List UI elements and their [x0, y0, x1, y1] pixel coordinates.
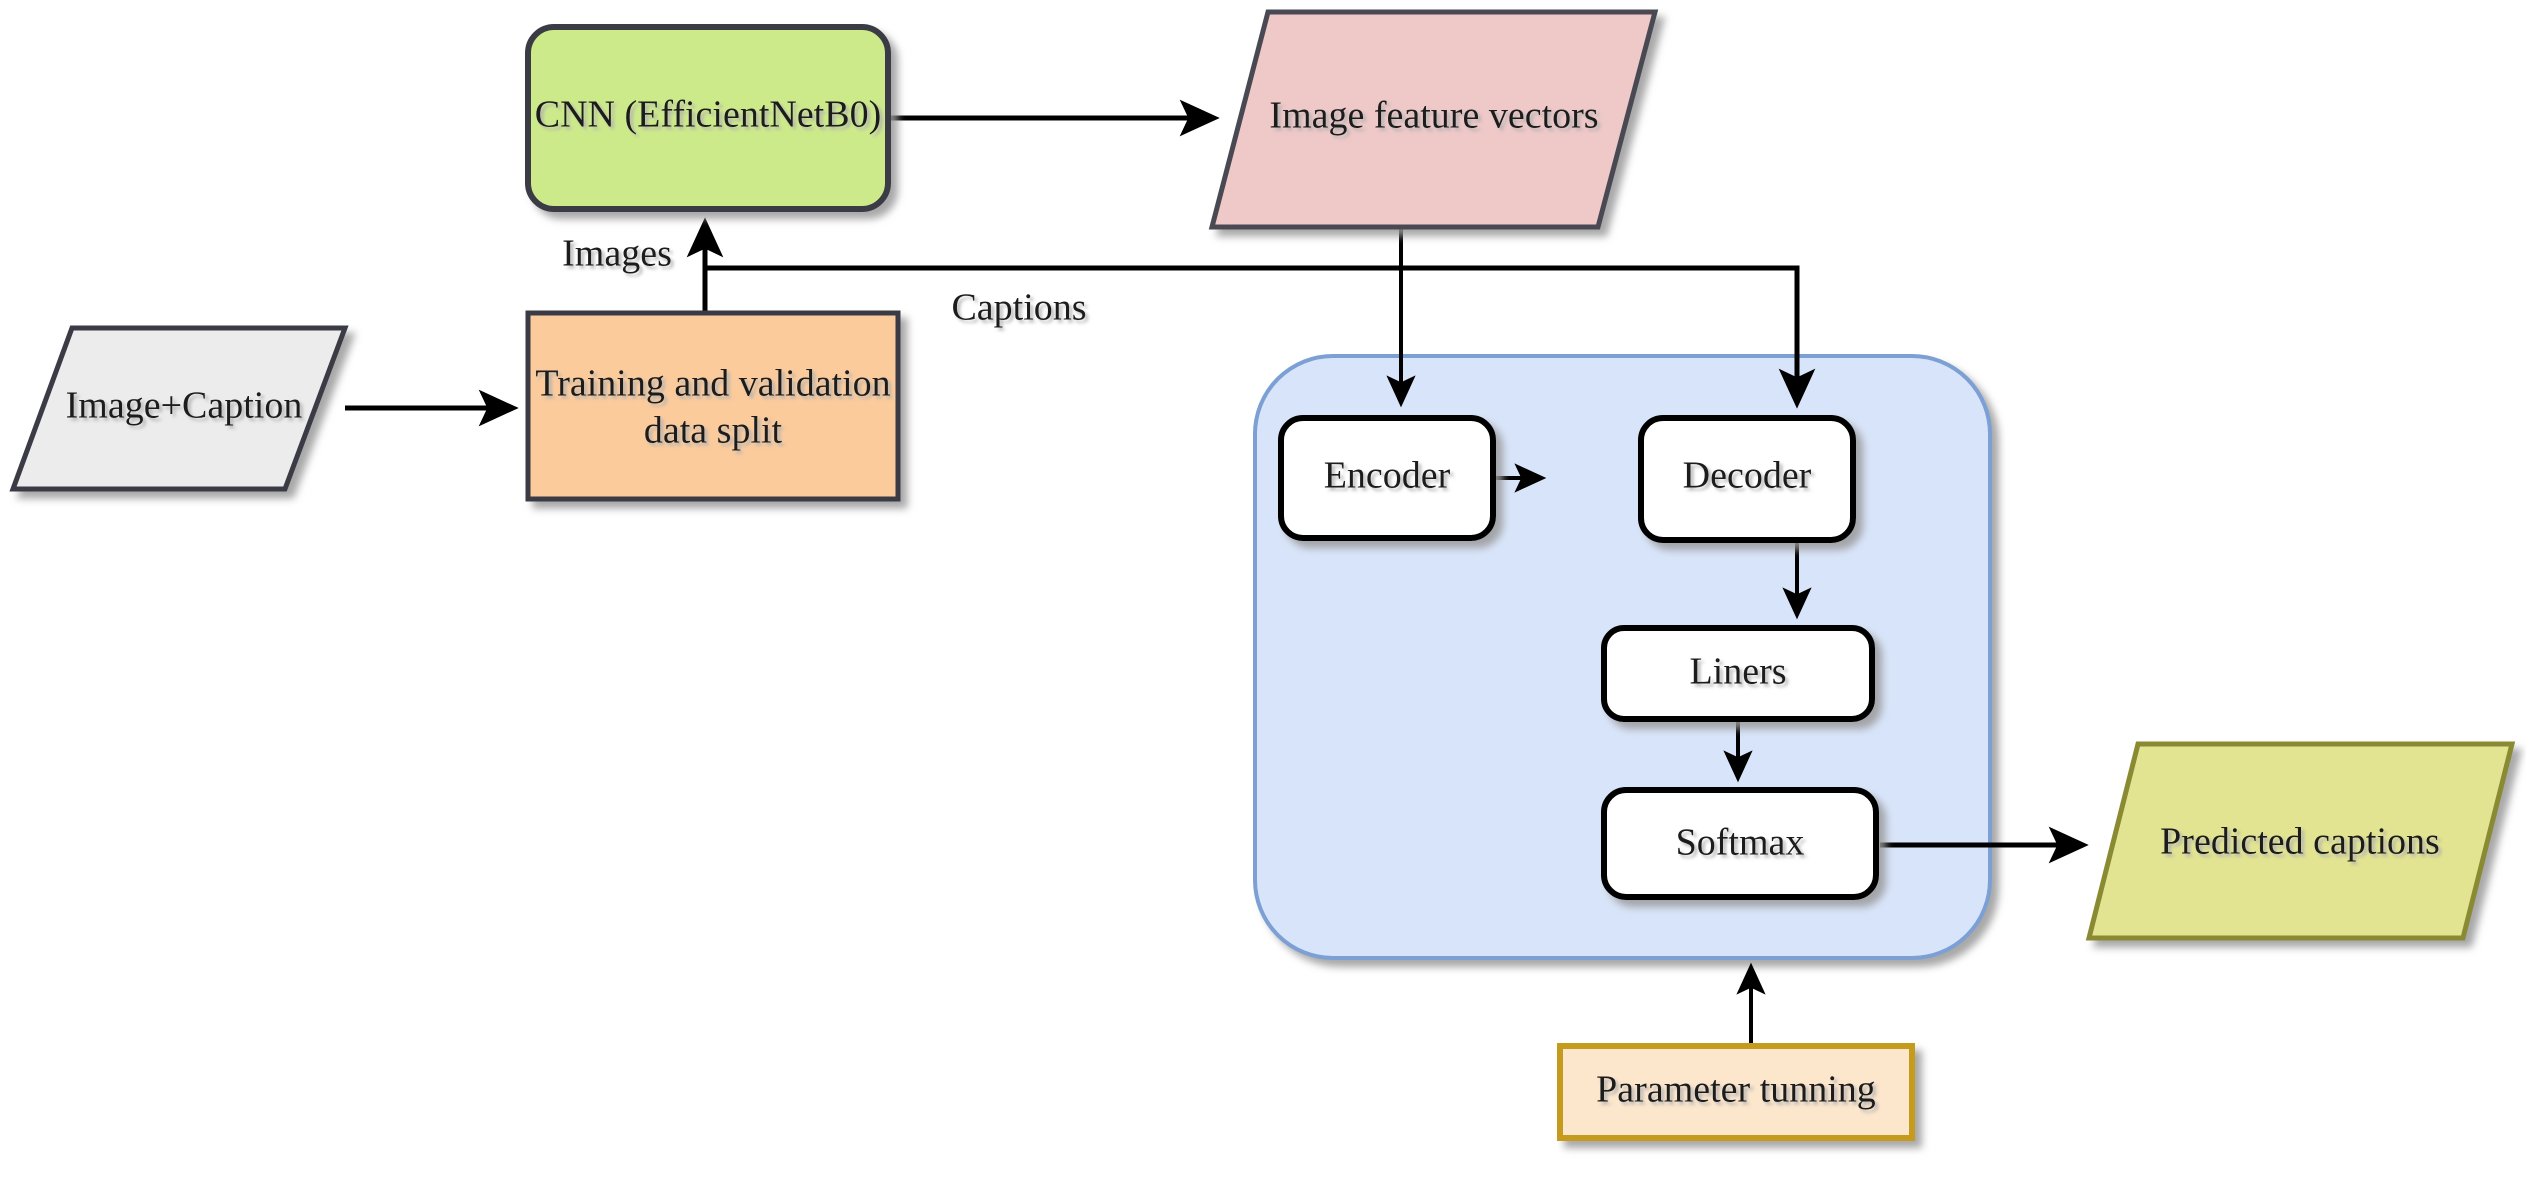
edge-line [702, 265, 1816, 409]
liners-shape [1601, 625, 1875, 722]
node-data-split[interactable]: Training and validation data split [525, 310, 901, 502]
decoder-shape [1638, 415, 1856, 543]
node-parameter-tunning[interactable]: Parameter tunning [1557, 1043, 1915, 1141]
edge-label-captions: Captions [951, 287, 1086, 329]
image-features-label: Image feature vectors [1269, 95, 1598, 137]
node-predicted-captions[interactable]: Predicted captions [2085, 741, 2516, 941]
parameter-tunning-label: Parameter tunning [1596, 1069, 1876, 1111]
predicted-captions-shape [2085, 741, 2516, 941]
data-split-label-line1: Training and validation [535, 363, 890, 405]
edge-label-images: Images [562, 233, 672, 275]
node-image-caption[interactable]: Image+Caption [9, 325, 349, 492]
node-decoder[interactable]: Decoder [1638, 415, 1856, 543]
node-liners[interactable]: Liners [1601, 625, 1875, 722]
data-split-shape [525, 310, 901, 502]
encoder-shape [1278, 415, 1496, 541]
softmax-shape [1601, 787, 1879, 900]
node-softmax[interactable]: Softmax [1601, 787, 1879, 900]
data-split-label-line2: data split [644, 410, 783, 452]
image-caption-shape [9, 325, 349, 492]
parameter-tunning-shape [1557, 1043, 1915, 1141]
softmax-label: Softmax [1676, 822, 1805, 864]
node-image-features[interactable]: Image feature vectors [1208, 9, 1659, 230]
edge-data-split-to-decoder: Captions [702, 265, 1816, 409]
decoder-label: Decoder [1683, 455, 1812, 497]
node-encoder[interactable]: Encoder [1278, 415, 1496, 541]
image-caption-label: Image+Caption [66, 385, 303, 427]
cnn-label: CNN (EfficientNetB0) [535, 94, 882, 136]
encoder-label: Encoder [1324, 455, 1451, 497]
node-cnn[interactable]: CNN (EfficientNetB0) [525, 24, 891, 212]
liners-label: Liners [1689, 651, 1786, 693]
predicted-captions-label: Predicted captions [2160, 821, 2440, 863]
cnn-shape [525, 24, 891, 212]
edge-data-split-to-cnn: Images [562, 217, 724, 313]
image-features-shape [1208, 9, 1659, 230]
